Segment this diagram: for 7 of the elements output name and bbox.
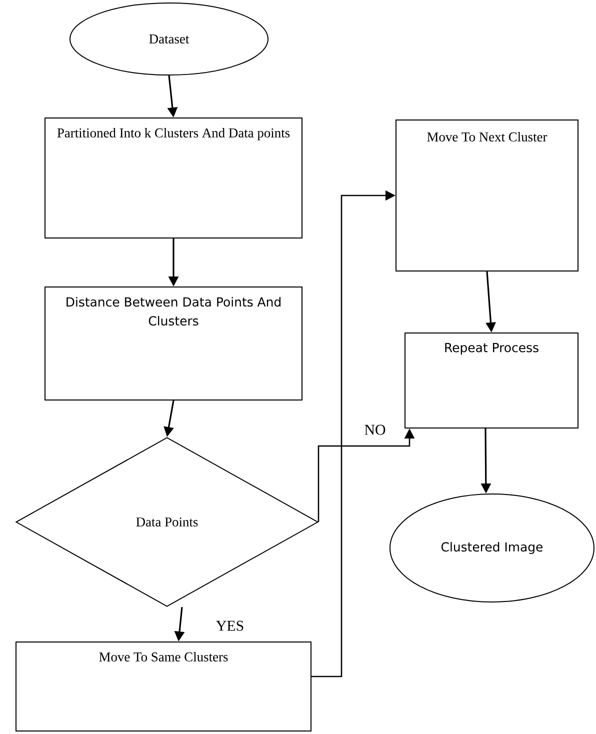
process-box: Partitioned Into k Clusters And Data points — [44, 118, 302, 238]
edge-label: YES — [214, 620, 246, 632]
process-box: Move To Next Cluster — [396, 120, 578, 272]
process-box: Distance Between Data Points And Clusters — [44, 286, 302, 400]
process-box: Move To Same Clusters — [16, 642, 312, 732]
edge-label: NO — [363, 424, 387, 436]
process-box: Repeat Process — [404, 332, 578, 428]
